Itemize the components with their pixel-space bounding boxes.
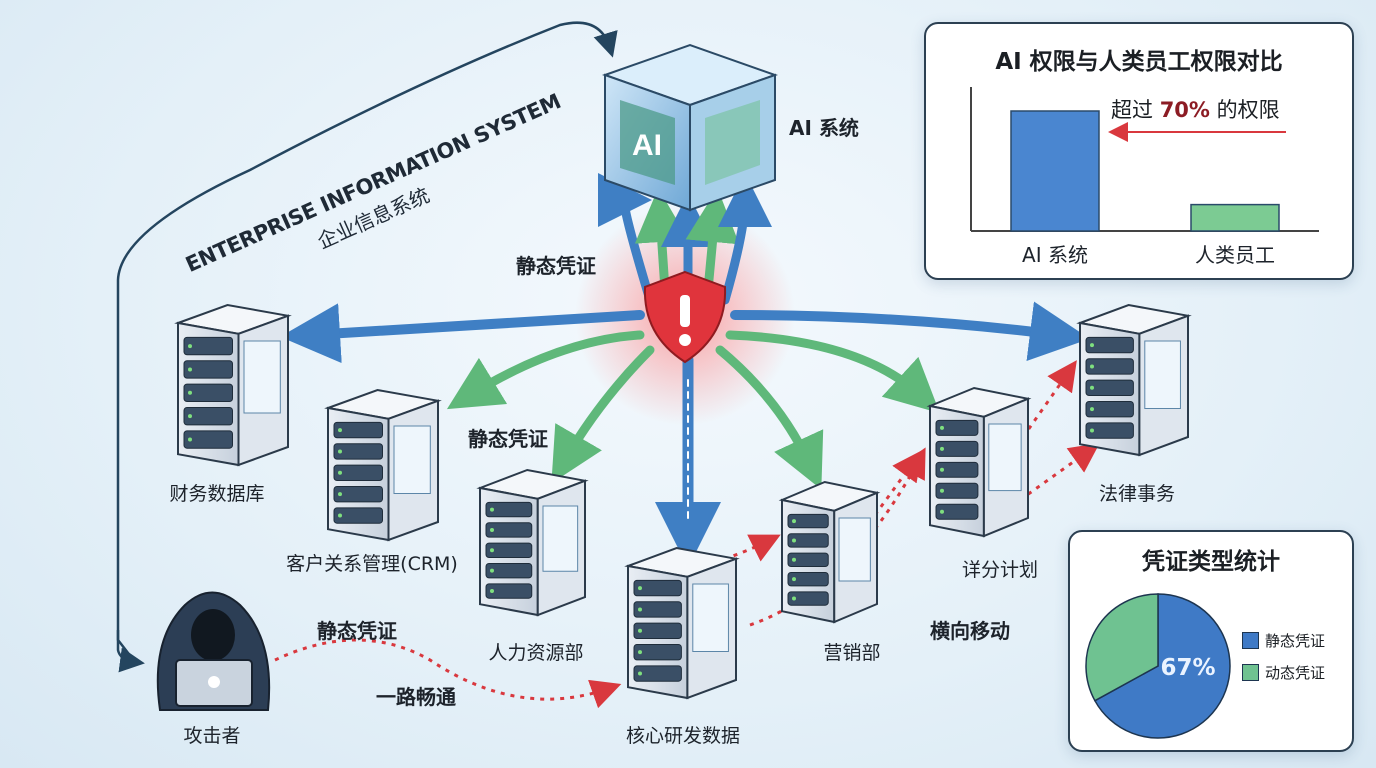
bar-annotation-suffix: 的权限 [1209,98,1280,122]
bar-label-1: 人类员工 [1195,243,1275,267]
annotation-static-cred-attacker: 静态凭证 [317,619,397,643]
node-label-finance: 财务数据库 [169,483,265,505]
node-label-legal: 法律事务 [1098,483,1176,505]
pie-slice-0 [1093,593,1231,739]
bar-label-0: AI 系统 [1022,243,1088,267]
server-legal-icon[interactable] [1076,303,1192,457]
annotation-static-cred-mid: 静态凭证 [468,427,548,451]
server-hr-icon[interactable] [476,468,589,617]
legend-label-static: 静态凭证 [1265,632,1326,650]
bar-0 [1010,110,1100,232]
server-planning-icon[interactable] [926,386,1032,538]
attacker-icon [156,591,271,711]
pie-center-label: 67% [1160,655,1215,681]
ai-cube-letters: AI [632,129,662,162]
enterprise-boundary-arrow-bottom [116,630,145,673]
server-rnd-icon[interactable] [624,546,740,700]
annotation-lateral-move: 横向移动 [930,619,1010,643]
legend-static: 静态凭证 [1242,630,1325,651]
credential-type-card: 67% 凭证类型统计 静态凭证 动态凭证 [1068,530,1354,752]
pie-slice-1 [1085,593,1159,702]
legend-swatch-static [1242,632,1259,649]
legend-dynamic: 动态凭证 [1242,662,1325,683]
permission-comparison-card: AI 系统 人类员工 AI 权限与人类员工权限对比 超过 70% 的权限 [924,22,1354,280]
node-label-planning: 详分计划 [961,559,1039,581]
node-label-hr: 人力资源部 [488,642,584,664]
ai-cube-icon[interactable]: AI [601,43,779,212]
node-label-marketing: 营销部 [823,642,881,664]
attacker-label: 攻击者 [183,725,241,747]
enterprise-boundary-arrow [116,21,618,663]
annotation-static-cred-top: 静态凭证 [516,254,596,278]
alert-shield-icon [643,270,727,364]
credential-flows [280,173,1090,568]
pie-chart-title: 凭证类型统计 [1142,549,1280,575]
node-label-crm: 客户关系管理(CRM) [286,553,458,575]
servers [174,303,1192,700]
bar-1 [1190,203,1280,232]
annotation-clear-path: 一路畅通 [376,685,456,709]
credential-pie-chart: 67% [1085,593,1231,739]
bar-annotation: 超过 70% 的权限 [1111,94,1280,124]
node-label-rnd: 核心研发数据 [625,725,741,747]
server-finance-icon[interactable] [174,303,292,467]
server-marketing-icon[interactable] [778,480,881,624]
server-crm-icon[interactable] [324,388,442,542]
bar-chart-title: AI 权限与人类员工权限对比 [995,49,1283,75]
ai-system-label: AI 系统 [789,116,859,140]
legend-swatch-dynamic [1242,664,1259,681]
bar-annotation-highlight: 70% [1159,98,1210,122]
permission-bar-chart: AI 系统 人类员工 [970,87,1319,267]
legend-label-dynamic: 动态凭证 [1265,664,1326,682]
bar-annotation-prefix: 超过 [1111,98,1160,122]
